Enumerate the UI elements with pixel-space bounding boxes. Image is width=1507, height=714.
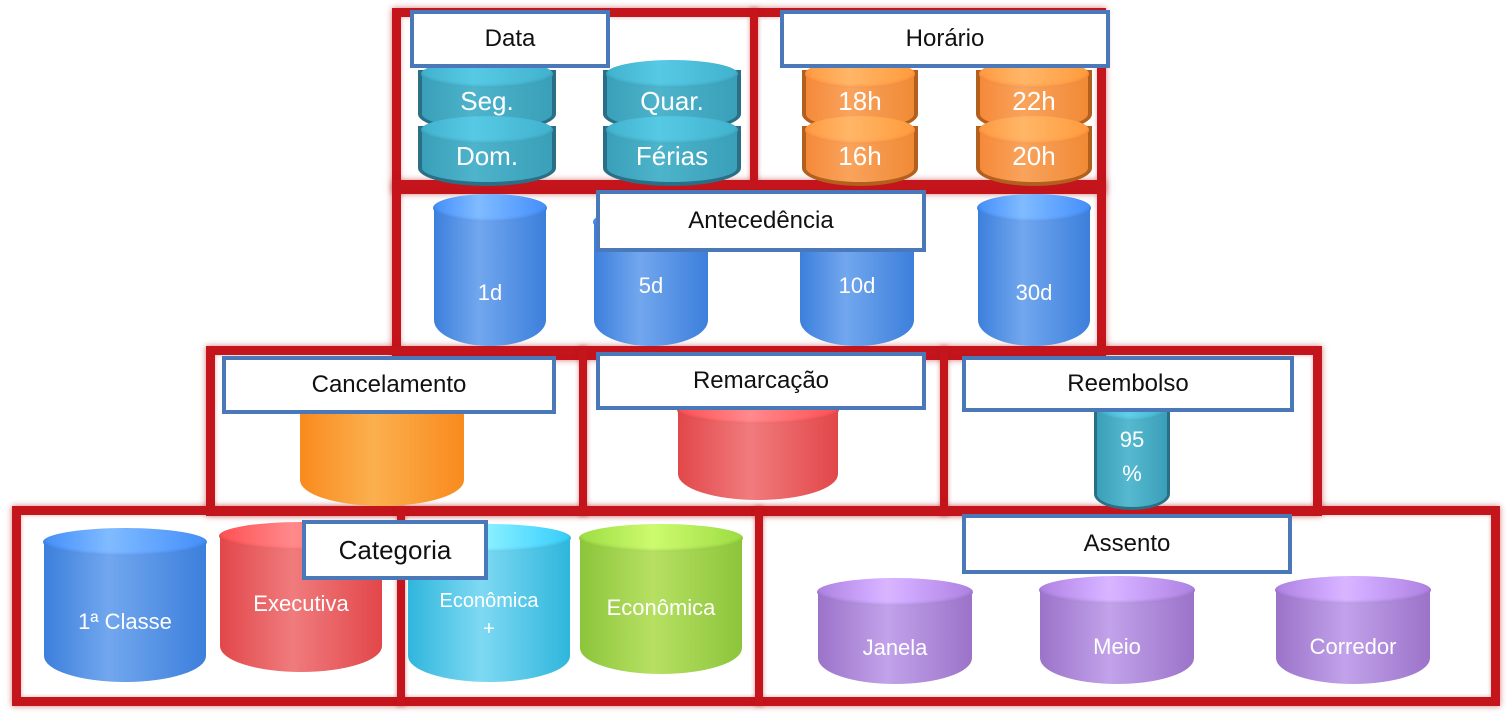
reembolso-cylinder: 95 % xyxy=(1094,404,1170,510)
data-cylinder-dom: Dom. xyxy=(418,126,556,186)
cancelamento-cylinder xyxy=(300,400,464,506)
third-shelf-divider-left xyxy=(579,346,587,516)
label-data: Data xyxy=(410,10,610,68)
third-shelf-divider-right xyxy=(940,346,948,516)
label-reembolso: Reembolso xyxy=(962,356,1294,412)
antecedencia-cylinder-1d: 1d xyxy=(434,208,546,346)
label-assento: Assento xyxy=(962,514,1292,574)
horario-cylinder-20h: 20h xyxy=(976,126,1092,186)
antecedencia-cylinder-30d: 30d xyxy=(978,208,1090,346)
assento-cylinder-meio: Meio xyxy=(1040,590,1194,684)
horario-cylinder-16h: 16h xyxy=(802,126,918,186)
label-remarcacao: Remarcação xyxy=(596,352,926,410)
assento-cylinder-janela: Janela xyxy=(818,592,972,684)
remarcacao-cylinder xyxy=(678,410,838,500)
bottom-shelf-divider-left xyxy=(397,506,405,706)
categoria-cylinder-economica: Econômica xyxy=(580,538,742,674)
assento-cylinder-corredor: Corredor xyxy=(1276,590,1430,684)
label-antecedencia: Antecedência xyxy=(596,190,926,252)
top-shelf-divider xyxy=(750,8,758,194)
bottom-shelf-divider-middle xyxy=(755,506,763,706)
top-shelf xyxy=(392,8,1106,194)
categoria-cylinder-1a-classe: 1ª Classe xyxy=(44,542,206,682)
label-categoria: Categoria xyxy=(302,520,488,580)
label-horario: Horário xyxy=(780,10,1110,68)
label-cancelamento: Cancelamento xyxy=(222,356,556,414)
data-cylinder-ferias: Férias xyxy=(603,126,741,186)
